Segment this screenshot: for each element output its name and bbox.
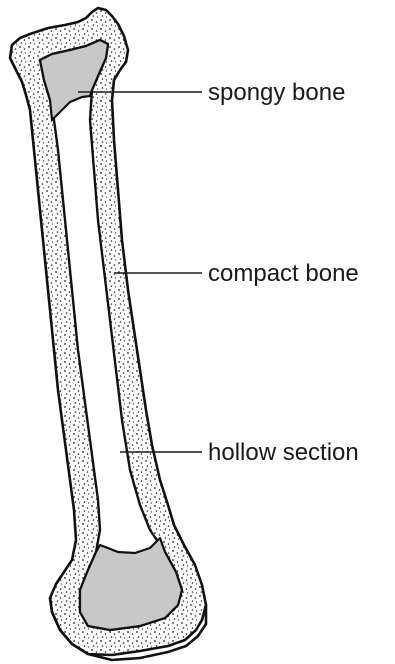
spongy-bone-label: spongy bone (208, 79, 345, 106)
compact-bone-label: compact bone (208, 260, 359, 287)
hollow-section-label: hollow section (208, 439, 359, 466)
